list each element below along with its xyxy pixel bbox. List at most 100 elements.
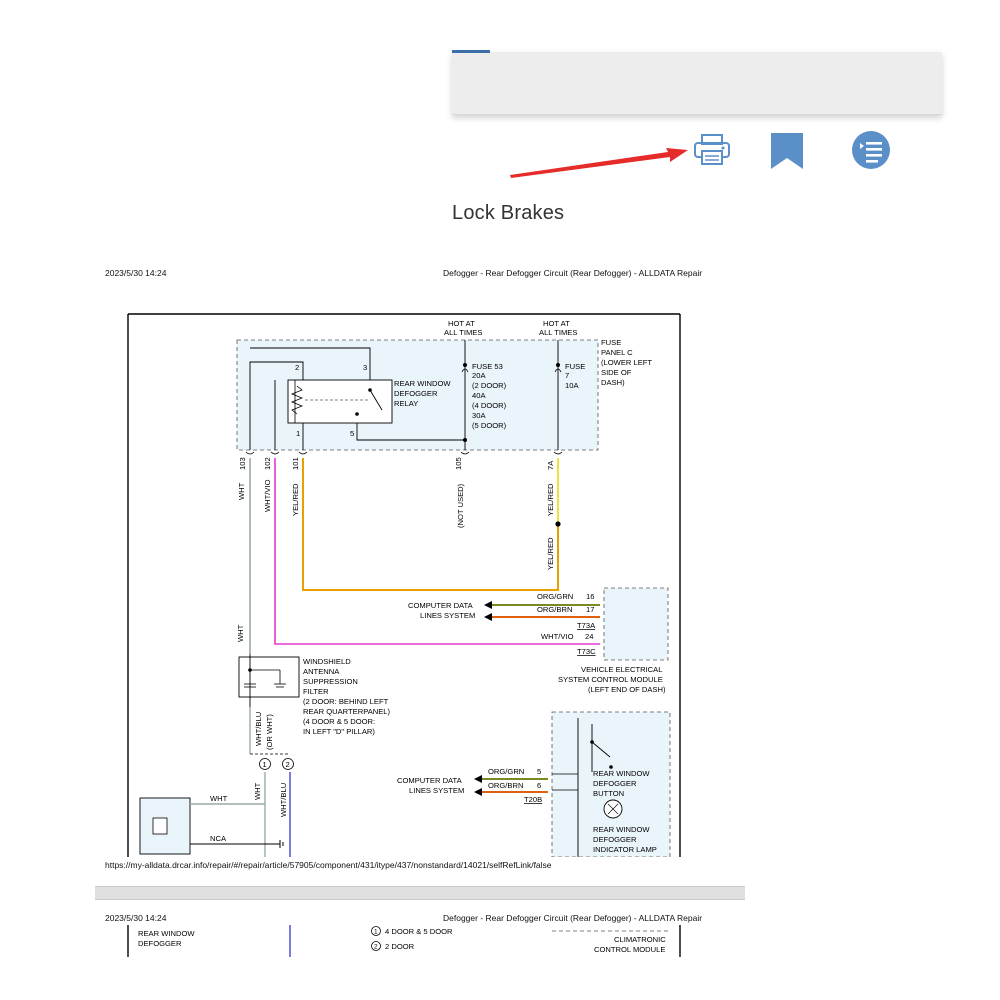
button-label-2: BUTTON — [593, 789, 624, 798]
circuit-103: 103 — [238, 457, 247, 470]
vesm-org-brn: ORG/BRN — [537, 605, 572, 614]
fuse-panel-label-0: FUSE — [601, 338, 621, 347]
wire-yel-red-2: YEL/RED — [546, 483, 555, 516]
hot-label-1a: HOT AT — [448, 319, 475, 328]
vesm-pin-17: 17 — [586, 605, 594, 614]
page2-rw-label-2: DEFOGGER — [138, 939, 182, 948]
fuse7-label-2: 10A — [565, 381, 579, 390]
filter-label-2: SUPPRESSION — [303, 677, 358, 686]
wire-wht-blu-2: WHT/BLU — [279, 783, 288, 817]
splice-circle-1: 1 — [263, 760, 267, 769]
wire-wht-vio: WHT/VIO — [263, 479, 272, 512]
fuse-panel-label-2: (LOWER LEFT — [601, 358, 652, 367]
page-separator — [95, 886, 745, 900]
climatronic-label-2: CONTROL MODULE — [594, 945, 665, 954]
relay-label-1: DEFOGGER — [394, 389, 438, 398]
lamp-label-0: REAR WINDOW — [593, 825, 650, 834]
vesm-pin-16: 16 — [586, 592, 594, 601]
wire-wht-4: WHT — [210, 794, 228, 803]
print-url: https://my-alldata.drcar.info/repair/#/r… — [105, 860, 552, 870]
wire-nca: NCA — [210, 834, 227, 843]
circuit-101: 101 — [291, 457, 300, 470]
vesm-pin-24: 24 — [585, 632, 593, 641]
bookmark-icon[interactable] — [770, 132, 804, 170]
wire-yel-red-3: YEL/RED — [546, 537, 555, 570]
fuse-panel-label-4: DASH) — [601, 378, 625, 387]
button-label-1: DEFOGGER — [593, 779, 637, 788]
fuse53-label-5: 30A — [472, 411, 486, 420]
vesm-org-grn: ORG/GRN — [537, 592, 573, 601]
hot-label-2b: ALL TIMES — [539, 328, 577, 337]
filter-label-5: REAR QUARTERPANEL) — [303, 707, 391, 716]
relay-pin-2: 2 — [295, 363, 299, 372]
climatronic-label-1: CLIMATRONIC — [614, 935, 666, 944]
btn-org-brn: ORG/BRN — [488, 781, 523, 790]
print-page-title: Defogger - Rear Defogger Circuit (Rear D… — [443, 268, 703, 278]
fuse-panel-label-1: PANEL C — [601, 348, 633, 357]
page2-rw-label-1: REAR WINDOW — [138, 929, 195, 938]
hot-label-1b: ALL TIMES — [444, 328, 482, 337]
cdl2-label-1: LINES SYSTEM — [409, 786, 464, 795]
relay-pin-3: 3 — [363, 363, 367, 372]
vesm-t73c: T73C — [577, 647, 596, 656]
btn-pin-5: 5 — [537, 767, 541, 776]
page-heading: Lock Brakes — [452, 202, 565, 224]
filter-label-6: (4 DOOR & 5 DOOR: — [303, 717, 375, 726]
fuse7-label-1: 7 — [565, 371, 569, 380]
wire-or-wht: (OR WHT) — [265, 714, 274, 750]
print-icon[interactable] — [693, 133, 731, 167]
red-arrow-annotation — [510, 148, 688, 178]
fuse53-label-3: 40A — [472, 391, 486, 400]
filter-label-7: IN LEFT "D" PILLAR) — [303, 727, 375, 736]
fuse53-label-6: (5 DOOR) — [472, 421, 507, 430]
vesm-label-2: (LEFT END OF DASH) — [588, 685, 666, 694]
relay-label-0: REAR WINDOW — [394, 379, 451, 388]
btn-t20b: T20B — [524, 795, 542, 804]
print-datetime-2: 2023/5/30 14:24 — [105, 913, 167, 923]
btn-pin-6: 6 — [537, 781, 541, 790]
filter-label-1: ANTENNA — [303, 667, 340, 676]
fuse53-label-0: FUSE 53 — [472, 362, 503, 371]
wire-wht-2: WHT — [236, 624, 245, 642]
legend-circle-2: 2 — [374, 944, 378, 951]
fuse-panel-label-3: SIDE OF — [601, 368, 632, 377]
circuit-7a: 7A — [546, 460, 555, 470]
legend-2: 2 DOOR — [385, 942, 415, 951]
wiring-diagram: HOT AT ALL TIMES HOT AT ALL TIMES FUSE P… — [127, 313, 681, 857]
cdl1-label-1: LINES SYSTEM — [420, 611, 475, 620]
relay-pin-5: 5 — [350, 429, 354, 438]
legend-circle-1: 1 — [374, 929, 378, 936]
vesm-t73a: T73A — [577, 621, 596, 630]
wiring-diagram-page-2: REAR WINDOW DEFOGGER 1 4 DOOR & 5 DOOR 2… — [127, 925, 681, 957]
table-of-contents-icon[interactable] — [851, 130, 891, 170]
active-tab-indicator — [452, 50, 490, 53]
circuit-102: 102 — [263, 457, 272, 470]
fuse7-label-0: FUSE — [565, 362, 585, 371]
hot-label-2a: HOT AT — [543, 319, 570, 328]
cdl2-label-0: COMPUTER DATA — [397, 776, 463, 785]
wire-wht: WHT — [237, 482, 246, 500]
top-toolbar-bar — [452, 52, 942, 115]
relay-label-2: RELAY — [394, 399, 418, 408]
fuse53-label-4: (4 DOOR) — [472, 401, 507, 410]
filter-label-4: (2 DOOR: BEHIND LEFT — [303, 697, 389, 706]
circuit-105: 105 — [454, 457, 463, 470]
print-page-title-2: Defogger - Rear Defogger Circuit (Rear D… — [443, 913, 703, 923]
relay-pin-1: 1 — [296, 429, 300, 438]
button-label-0: REAR WINDOW — [593, 769, 650, 778]
print-datetime: 2023/5/30 14:24 — [105, 268, 167, 278]
legend-1: 4 DOOR & 5 DOOR — [385, 927, 453, 936]
wire-yel-red: YEL/RED — [291, 483, 300, 516]
wire-wht-blu: WHT/BLU — [254, 712, 263, 746]
fuse53-label-1: 20A — [472, 371, 486, 380]
filter-label-0: WINDSHIELD — [303, 657, 351, 666]
wire-wht-3: WHT — [253, 782, 262, 800]
lamp-label-1: DEFOGGER — [593, 835, 637, 844]
vesm-label-0: VEHICLE ELECTRICAL — [581, 665, 662, 674]
cdl1-label-0: COMPUTER DATA — [408, 601, 474, 610]
splice-circle-2: 2 — [286, 760, 290, 769]
vesm-label-1: SYSTEM CONTROL MODULE — [558, 675, 663, 684]
fuse53-label-2: (2 DOOR) — [472, 381, 507, 390]
vesm-wht-vio: WHT/VIO — [541, 632, 574, 641]
btn-org-grn: ORG/GRN — [488, 767, 524, 776]
